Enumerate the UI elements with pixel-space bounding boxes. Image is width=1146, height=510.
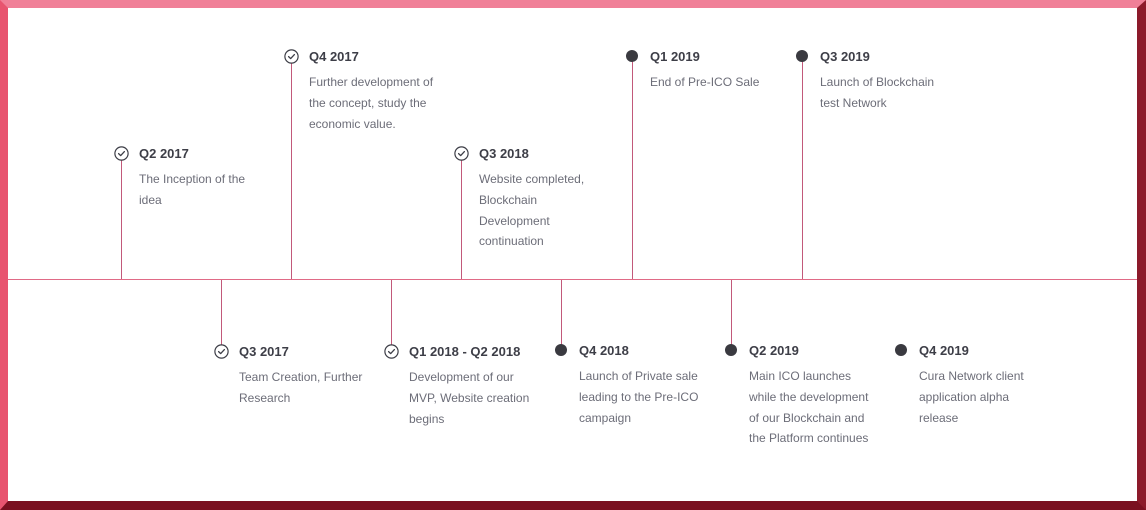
check-circle-icon [214, 344, 229, 359]
milestone-connector [561, 280, 562, 350]
milestone-title-q3-2017: Q3 2017 [239, 344, 289, 359]
filled-dot-icon [725, 344, 737, 356]
milestone-title-q4-2019: Q4 2019 [919, 343, 969, 358]
filled-dot-icon [796, 50, 808, 62]
milestone-description-q3-2018: Website completed, Blockchain Developmen… [479, 172, 585, 249]
filled-dot-icon [555, 344, 567, 356]
check-circle-icon [114, 146, 129, 161]
milestone-connector [121, 158, 122, 279]
timeline-axis [8, 279, 1137, 280]
milestone-title-q1-q2-2018: Q1 2018 - Q2 2018 [409, 344, 521, 359]
milestone-connector [802, 61, 803, 279]
milestone-connector [461, 158, 462, 279]
check-circle-icon [384, 344, 399, 359]
milestone-title-q2-2017: Q2 2017 [139, 146, 189, 161]
milestone-connector [221, 280, 222, 351]
milestone-description-q2-2017: The Inception of the idea [139, 172, 246, 207]
milestone-connector [391, 280, 392, 351]
check-circle-icon [454, 146, 469, 161]
milestone-description-q3-2019: Launch of Blockchain test Network [820, 75, 935, 110]
milestone-title-q2-2019: Q2 2019 [749, 343, 799, 358]
filled-dot-icon [626, 50, 638, 62]
milestone-title-q1-2019: Q1 2019 [650, 49, 700, 64]
milestone-description-q2-2019: Main ICO launches while the development … [749, 369, 869, 446]
milestone-title-q4-2017: Q4 2017 [309, 49, 359, 64]
filled-dot-icon [895, 344, 907, 356]
milestone-title-q3-2019: Q3 2019 [820, 49, 870, 64]
check-circle-icon [284, 49, 299, 64]
milestone-description-q1-q2-2018: Development of our MVP, Website creation… [409, 370, 530, 426]
milestone-description-q4-2018: Launch of Private sale leading to the Pr… [579, 369, 699, 425]
milestone-connector [731, 280, 732, 350]
milestone-description-q3-2017: Team Creation, Further Research [239, 370, 363, 405]
milestone-connector [291, 61, 292, 279]
milestone-description-q4-2017: Further development of the concept, stud… [309, 75, 434, 131]
milestone-description-q1-2019: End of Pre-ICO Sale [650, 75, 760, 89]
milestone-title-q4-2018: Q4 2018 [579, 343, 629, 358]
milestone-description-q4-2019: Cura Network client application alpha re… [919, 369, 1024, 425]
milestone-connector [632, 61, 633, 279]
milestone-title-q3-2018: Q3 2018 [479, 146, 529, 161]
